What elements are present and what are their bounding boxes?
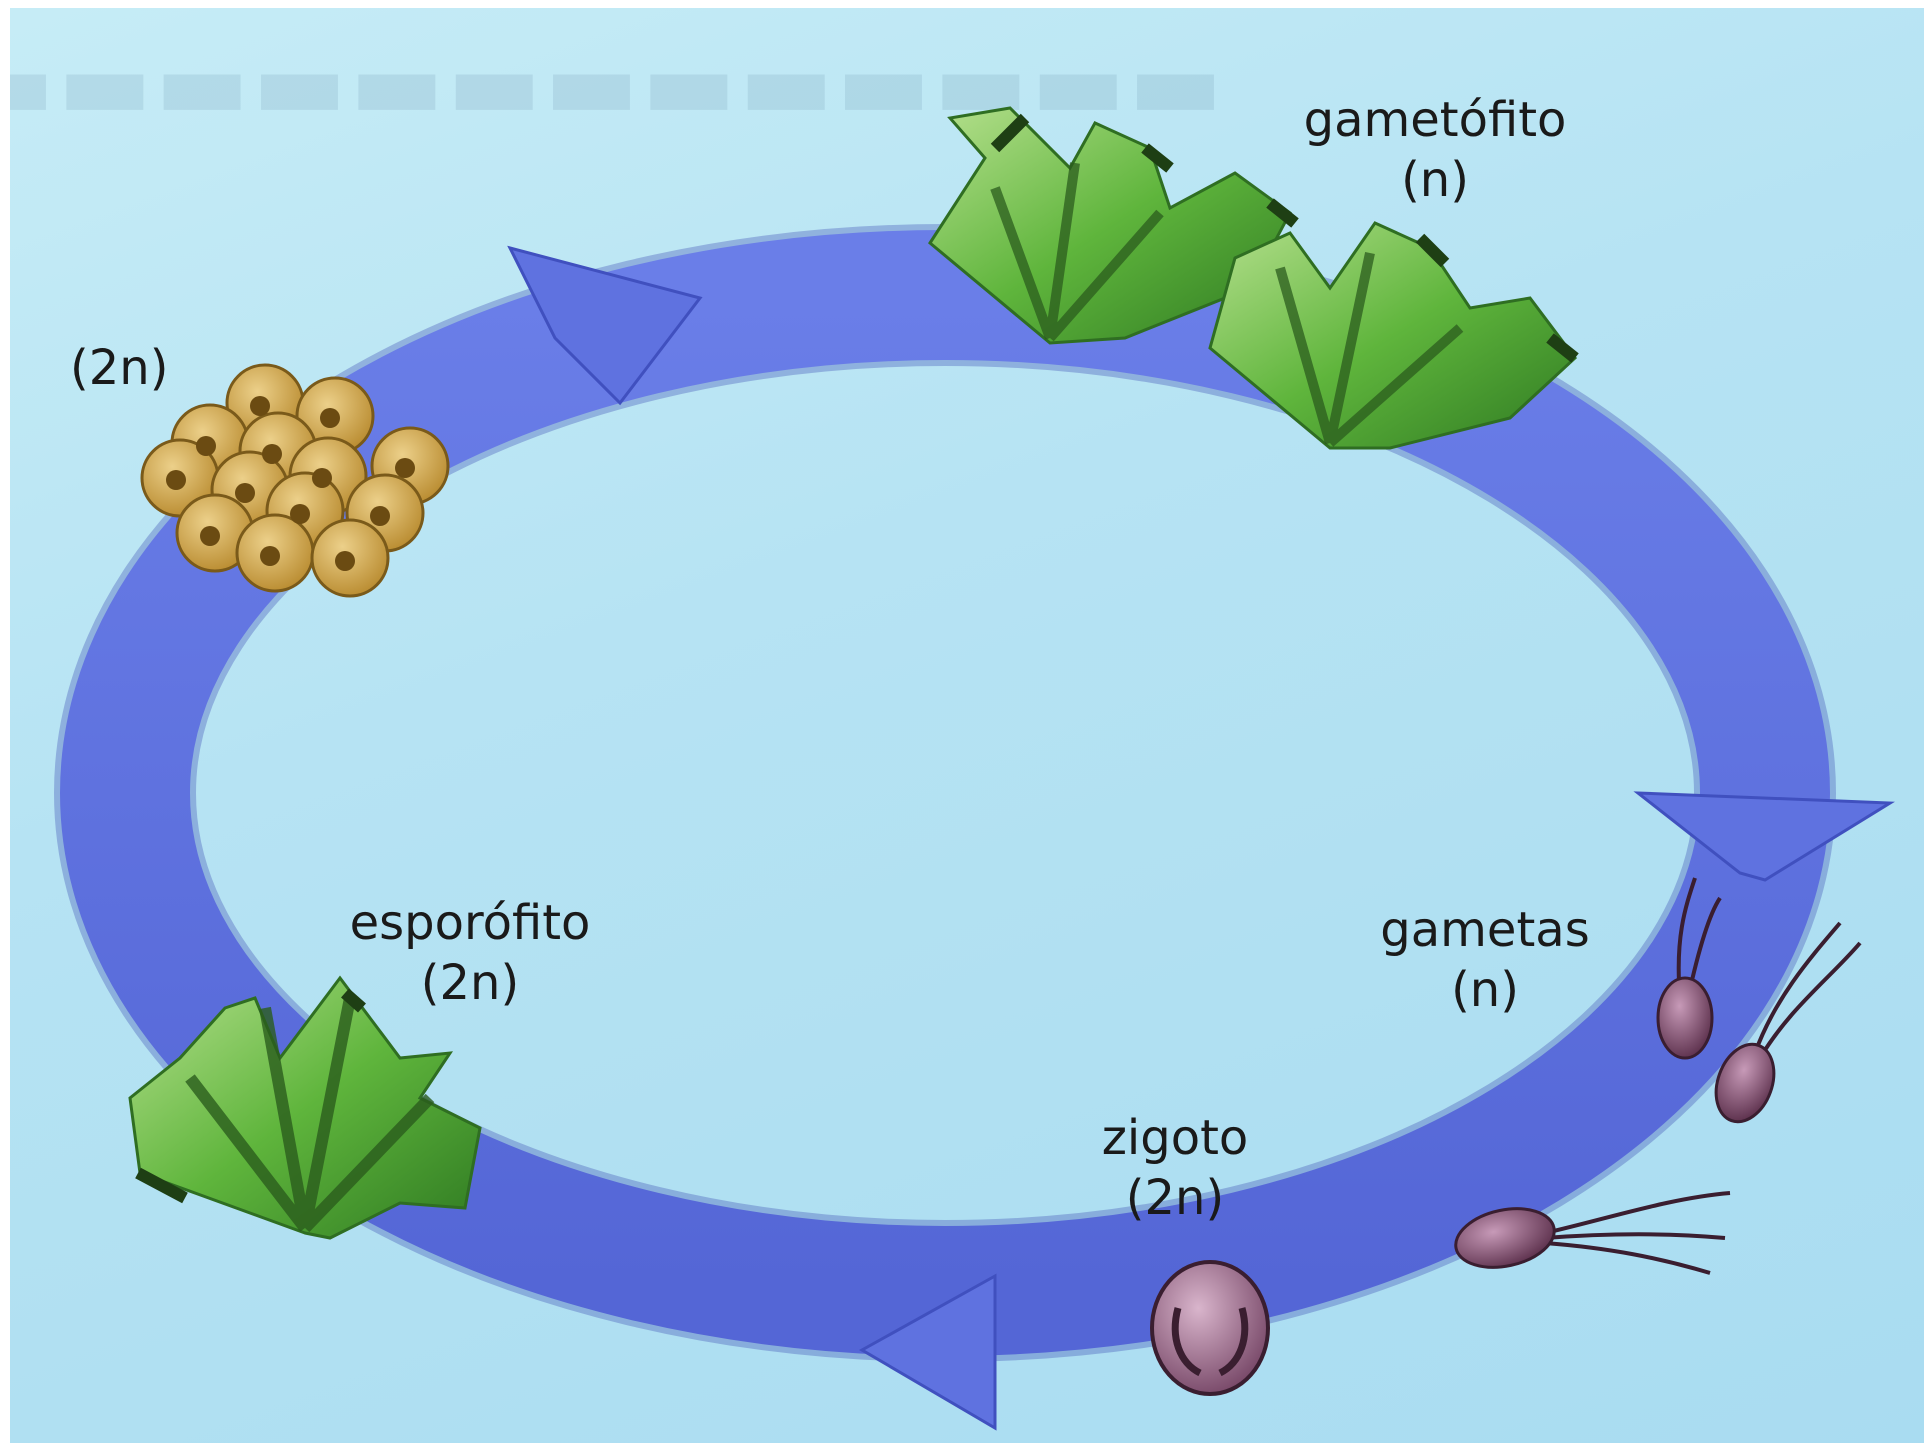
label-sporophyte-name: esporófito: [315, 893, 625, 953]
label-zygote-ploidy: (2n): [1060, 1168, 1290, 1228]
label-spores: (2n): [70, 338, 220, 398]
label-gametes-ploidy: (n): [1355, 960, 1615, 1020]
label-spores-ploidy: (2n): [70, 338, 220, 398]
life-cycle-diagram: [10, 8, 1924, 1443]
label-zygote: zigoto (2n): [1060, 1108, 1290, 1228]
label-sporophyte-ploidy: (2n): [315, 953, 625, 1013]
diagram-canvas: ▬▬▬▬▬▬▬▬▬▬▬▬▬: [10, 8, 1924, 1443]
arrowhead-right: [1638, 793, 1890, 880]
label-zygote-name: zigoto: [1060, 1108, 1290, 1168]
label-gametophyte: gametófito (n): [1295, 90, 1575, 210]
label-gametophyte-name: gametófito: [1295, 90, 1575, 150]
label-gametes-name: gametas: [1355, 900, 1615, 960]
zygote: [1152, 1262, 1268, 1394]
label-sporophyte: esporófito (2n): [315, 893, 625, 1013]
label-gametes: gametas (n): [1355, 900, 1615, 1020]
label-gametophyte-ploidy: (n): [1295, 150, 1575, 210]
